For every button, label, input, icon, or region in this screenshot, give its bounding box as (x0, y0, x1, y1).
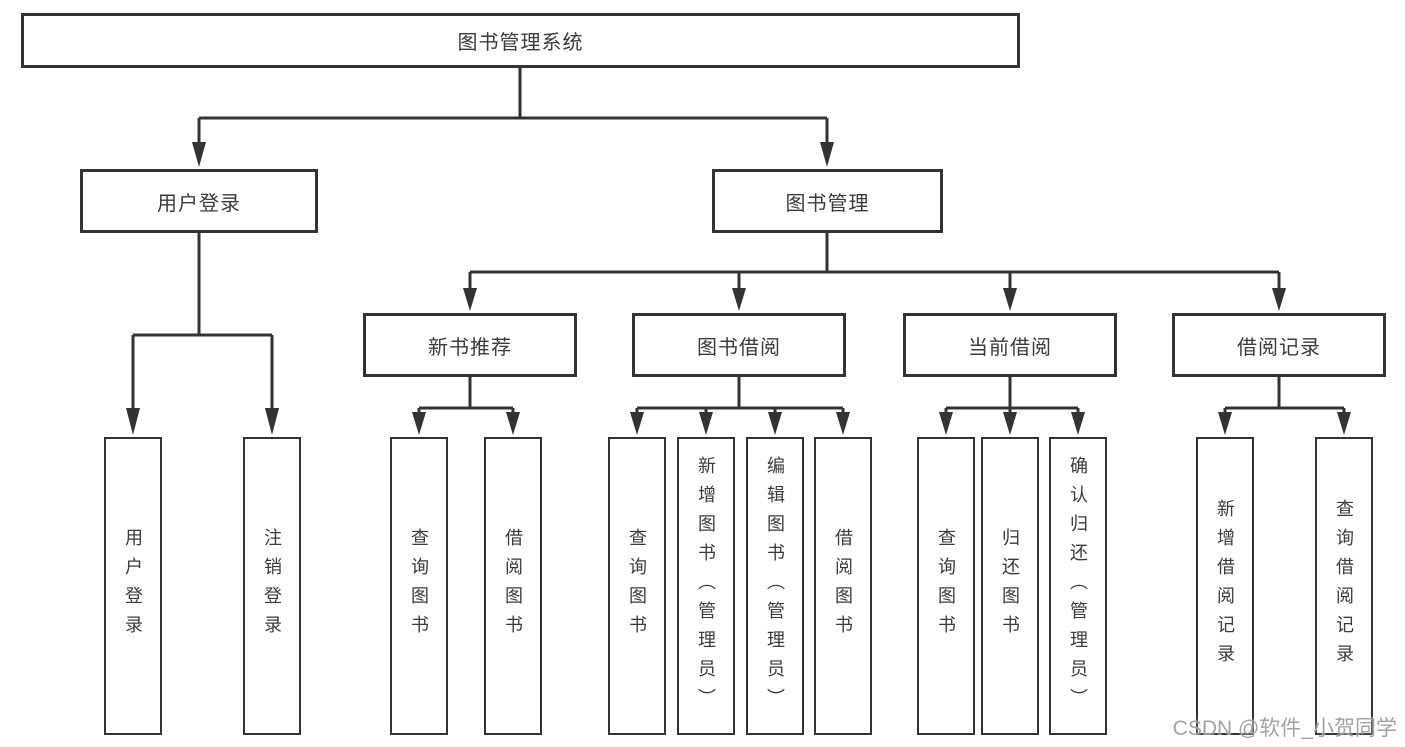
leaf-label: 查询图书 (409, 528, 429, 644)
leaf-logout: 注销登录 (243, 437, 301, 735)
edge-new-book-recommend (417, 377, 515, 414)
edge-book-borrow (635, 377, 845, 414)
leaf-query-books-borrow: 查询图书 (608, 437, 666, 735)
edge-user-login (131, 233, 274, 410)
leaf-edit-books-admin: 编辑图书（管理员） (746, 437, 804, 735)
leaf-query-books-recommend: 查询图书 (390, 437, 448, 735)
arrowheads (126, 142, 1351, 435)
leaf-return-books: 归还图书 (981, 437, 1039, 735)
arrowhead (732, 288, 746, 311)
node-user-login-branch: 用户登录 (80, 169, 318, 233)
node-book-management-branch: 图书管理 (712, 169, 943, 233)
arrowhead (836, 412, 850, 435)
leaf-label: 查询图书 (627, 528, 647, 644)
arrowhead (1071, 412, 1085, 435)
leaf-query-books-current: 查询图书 (917, 437, 975, 735)
arrowhead (630, 412, 644, 435)
arrowhead (1337, 412, 1351, 435)
leaf-label: 查询借阅记录 (1334, 499, 1354, 673)
leaf-add-books-admin: 新增图书（管理员） (677, 437, 735, 735)
node-book-borrow: 图书借阅 (632, 313, 846, 377)
arrowhead (506, 412, 520, 435)
arrowhead (1003, 288, 1017, 311)
edge-borrow-records (1223, 377, 1346, 414)
leaf-label: 新增借阅记录 (1215, 499, 1235, 673)
leaf-query-borrow-record: 查询借阅记录 (1315, 437, 1373, 735)
arrowhead (768, 412, 782, 435)
arrowhead (126, 408, 140, 435)
leaf-confirm-return-admin: 确认归还（管理员） (1049, 437, 1107, 735)
leaf-user-login: 用户登录 (104, 437, 162, 735)
arrowhead (939, 412, 953, 435)
edge-current-borrow (944, 377, 1080, 414)
node-current-borrow: 当前借阅 (903, 313, 1117, 377)
leaf-label: 新增图书（管理员） (696, 455, 716, 717)
node-new-book-recommend: 新书推荐 (363, 313, 577, 377)
leaf-label: 查询图书 (936, 528, 956, 644)
csdn-watermark: CSDN @软件_小贺同学 (1172, 717, 1397, 740)
leaf-label: 借阅图书 (833, 528, 853, 644)
leaf-add-borrow-record: 新增借阅记录 (1196, 437, 1254, 735)
arrowhead (1003, 412, 1017, 435)
node-borrow-records: 借阅记录 (1172, 313, 1386, 377)
leaf-label: 用户登录 (123, 528, 143, 644)
arrowhead (192, 142, 206, 167)
leaf-label: 归还图书 (1000, 528, 1020, 644)
arrowhead (265, 408, 279, 435)
leaf-borrow-books-recommend: 借阅图书 (484, 437, 542, 735)
arrowhead (463, 288, 477, 311)
arrowhead (699, 412, 713, 435)
arrowhead (412, 412, 426, 435)
arrowhead (1272, 288, 1286, 311)
edge-book-management (468, 233, 1281, 290)
leaf-label: 借阅图书 (503, 528, 523, 644)
leaf-label: 编辑图书（管理员） (765, 455, 785, 717)
leaf-borrow-books: 借阅图书 (814, 437, 872, 735)
edge-root (197, 68, 829, 144)
leaf-label: 确认归还（管理员） (1068, 455, 1088, 717)
leaf-label: 注销登录 (262, 528, 282, 644)
arrowhead (1218, 412, 1232, 435)
node-root: 图书管理系统 (21, 13, 1020, 68)
connector-paths (131, 68, 1346, 414)
arrowhead (820, 142, 834, 167)
